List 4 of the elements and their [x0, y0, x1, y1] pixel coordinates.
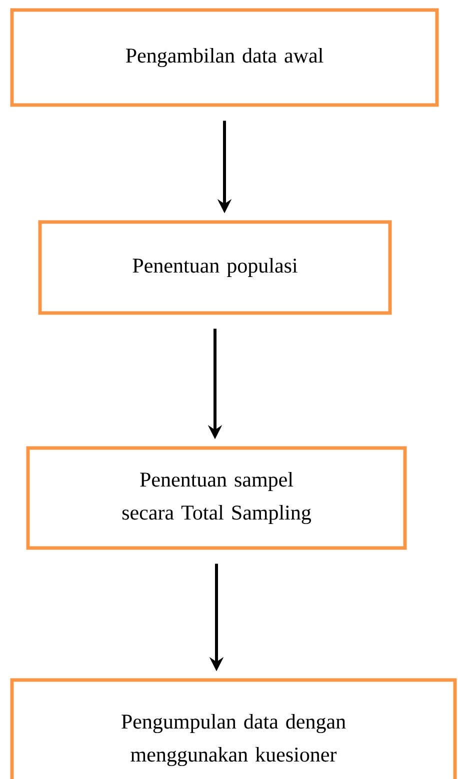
process-box: Pengumpulan data dengan menggunakan kuesioner — [10, 678, 457, 779]
process-box: Penentuan sampel secara Total Sampling — [26, 446, 407, 550]
process-box: Pengambilan data awal — [10, 8, 439, 107]
process-box: Penentuan populasi — [38, 220, 392, 315]
